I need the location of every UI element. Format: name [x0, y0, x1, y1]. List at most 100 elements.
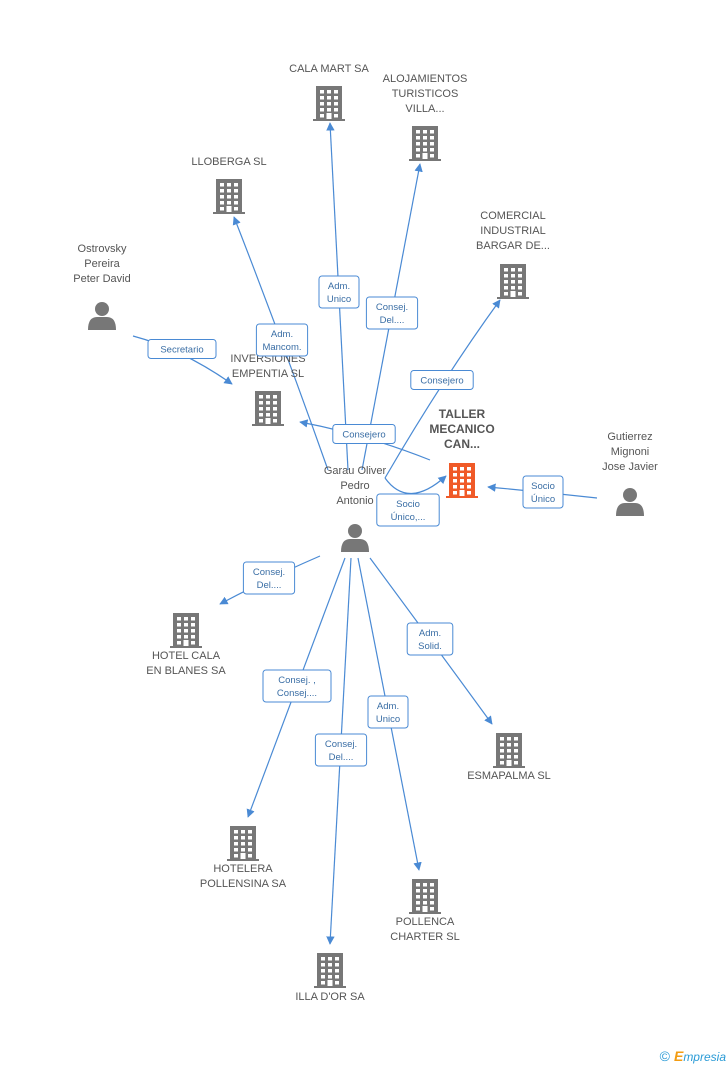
- edge-label-text: Consejero: [342, 430, 385, 441]
- node-taller[interactable]: TALLERMECANICOCAN...: [429, 407, 495, 498]
- edge-garau-to-taller: [384, 475, 447, 495]
- edge-label-text: Del....: [329, 752, 354, 763]
- edge-label-garau-to-hotel_cala[interactable]: Consej. Del....: [242, 561, 296, 595]
- building-icon: [252, 391, 284, 426]
- node-label: HOTELERA: [213, 863, 273, 875]
- node-label: ESMAPALMA SL: [467, 770, 551, 782]
- edge-labels-layer: Adm.UnicoConsej.Del....Adm.Mancom.Consej…: [147, 275, 564, 767]
- edge-label-box: [365, 296, 419, 330]
- edge-label-text: Adm.: [419, 628, 441, 639]
- node-label: CALA MART SA: [289, 63, 369, 75]
- edge-label-box: [367, 695, 409, 729]
- node-label: Pedro: [340, 480, 369, 492]
- edge-label-text: Consej....: [277, 688, 317, 699]
- node-label: CHARTER SL: [390, 931, 459, 943]
- node-label: LLOBERGA SL: [191, 156, 266, 168]
- edge-label-garau-to-esmapalma[interactable]: Adm. Solid.: [406, 622, 454, 656]
- building-icon: [313, 86, 345, 121]
- edge-label-box: [410, 370, 474, 390]
- node-label: TURISTICOS: [392, 88, 459, 100]
- edge-label-box: [147, 339, 217, 359]
- person-icon: [88, 302, 116, 330]
- edge-label-garau-to-cala_mart[interactable]: Adm. Unico: [318, 275, 360, 309]
- node-label: Jose Javier: [602, 461, 658, 473]
- edge-label-text: Único: [531, 494, 555, 505]
- edge-label-box: [406, 622, 454, 656]
- edge-label-box: [255, 323, 309, 357]
- edge-label-garau-to-comercial[interactable]: Consejero: [410, 370, 474, 390]
- node-illa[interactable]: ILLA D'OR SA: [295, 953, 365, 1003]
- node-esmapalma[interactable]: ESMAPALMA SL: [467, 733, 551, 782]
- node-hotel_cala[interactable]: HOTEL CALA EN BLANES SA: [146, 613, 226, 677]
- node-label: Gutierrez: [607, 431, 652, 443]
- edge-label-box: [318, 275, 360, 309]
- node-label: POLLENCA: [396, 916, 455, 928]
- edge-label-text: Mancom.: [262, 342, 301, 353]
- brand-logo-e: E: [673, 1048, 684, 1064]
- edge-label-text: Secretario: [160, 345, 203, 356]
- edge-label-text: Consejero: [420, 376, 463, 387]
- building-icon: [213, 179, 245, 214]
- node-label: ILLA D'OR SA: [295, 991, 365, 1003]
- node-label: Mignoni: [611, 446, 650, 458]
- edge-label-text: Socio: [531, 481, 555, 492]
- edge-label-text: Consej.: [325, 739, 357, 750]
- node-label: Peter David: [73, 273, 130, 285]
- edge-label-text: Solid.: [418, 641, 442, 652]
- footer-brand: ©Empresia: [660, 1048, 726, 1064]
- building-icon: [409, 879, 441, 914]
- person-icon: [616, 488, 644, 516]
- edge-label-box: [314, 733, 368, 767]
- edge-label-box: [242, 561, 296, 595]
- node-label: Garau Oliver: [324, 465, 387, 477]
- edge-label-text: Adm.: [271, 329, 293, 340]
- edge-label-garau-to-pollenca[interactable]: Adm.Unico: [367, 695, 409, 729]
- node-alojamientos[interactable]: ALOJAMIENTOS TURISTICOS VILLA...: [383, 73, 468, 161]
- building-icon: [314, 953, 346, 988]
- edge-label-garau-to-alojamientos[interactable]: Consej. Del....: [365, 296, 419, 330]
- building-icon: [170, 613, 202, 648]
- building-icon-highlighted: [446, 463, 478, 498]
- edge-label-text: Adm.: [328, 281, 350, 292]
- edge-label-garau-to-hotelera[interactable]: Consej. , Consej....: [262, 669, 332, 703]
- edge-label-garau-to-inici[interactable]: Consejero: [332, 424, 396, 444]
- edge-label-ostrovsky-to-inici[interactable]: Secretario: [147, 339, 217, 359]
- node-label: Pereira: [84, 258, 120, 270]
- node-label: HOTEL CALA: [152, 650, 221, 662]
- edge-label-text: Consej.: [376, 302, 408, 313]
- edge-label-text: Del....: [257, 580, 282, 591]
- edge-label-garau-to-illa[interactable]: Consej. Del....: [314, 733, 368, 767]
- building-icon: [227, 826, 259, 861]
- building-icon: [409, 126, 441, 161]
- building-icon: [493, 733, 525, 768]
- edge-label-text: Consej.: [253, 567, 285, 578]
- edge-label-text: Único,...: [391, 512, 426, 523]
- edge-label-text: Socio: [396, 499, 420, 510]
- node-label: EN BLANES SA: [146, 665, 226, 677]
- edge-label-text: Unico: [327, 294, 351, 305]
- edge-label-box: [262, 669, 332, 703]
- node-label: Antonio: [336, 495, 373, 507]
- copyright-symbol: ©: [659, 1048, 670, 1064]
- edge-label-garau-to-lloberga[interactable]: Adm. Mancom.: [255, 323, 309, 357]
- node-pollenca[interactable]: POLLENCA CHARTER SL: [390, 879, 460, 943]
- nodes-layer: CALA MART SA ALOJAMIENTOS TURISTICOS VILLA.…: [73, 63, 658, 1003]
- node-label: COMERCIAL: [480, 210, 545, 222]
- node-lloberga[interactable]: LLOBERGA SL: [191, 156, 267, 214]
- node-label: INDUSTRIAL: [480, 225, 545, 237]
- edge-label-text: Consej. ,: [278, 675, 316, 686]
- node-cala_mart[interactable]: CALA MART SA: [289, 63, 369, 121]
- edge-label-text: Del....: [380, 315, 405, 326]
- node-label: VILLA...: [405, 103, 444, 115]
- node-label: ALOJAMIENTOS: [383, 73, 468, 85]
- node-label: CAN...: [444, 437, 480, 451]
- node-label: TALLER: [439, 407, 486, 421]
- edge-label-garau-to-taller[interactable]: SocioÚnico,...: [376, 493, 440, 527]
